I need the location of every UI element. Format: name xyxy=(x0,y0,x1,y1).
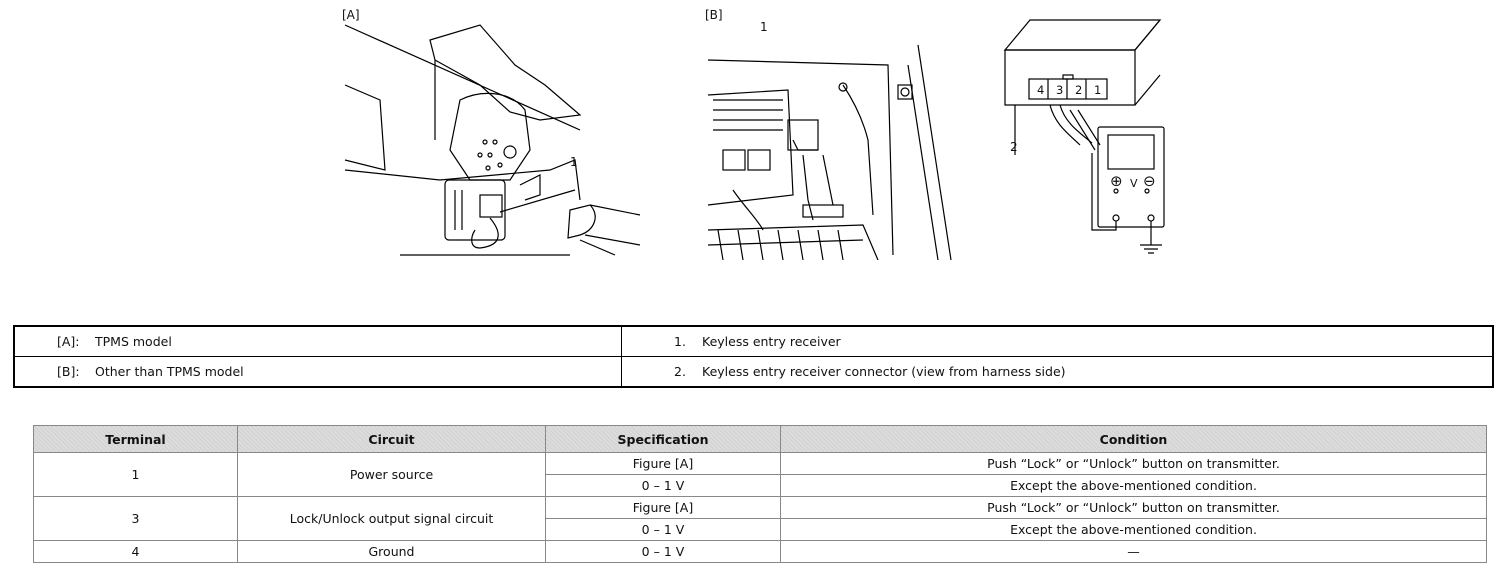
pin-3: 3 xyxy=(1056,83,1064,97)
figure-b-illustration xyxy=(703,30,953,260)
spec-cell: 0 – 1 V xyxy=(545,474,781,497)
terminal-cell: 1 xyxy=(33,452,238,497)
legend-key: [B]: xyxy=(57,364,80,379)
legend-desc: Keyless entry receiver xyxy=(702,334,841,349)
meter-minus-terminal: ⊖ xyxy=(1143,172,1156,190)
header-terminal: Terminal xyxy=(33,425,238,453)
figure-a-callout-1: 1 xyxy=(570,155,578,169)
legend-row: [B]: Other than TPMS model 2. Keyless en… xyxy=(13,356,1494,388)
meter-plus-terminal: ⊕ xyxy=(1110,172,1123,190)
spec-cell: Figure [A] xyxy=(545,496,781,519)
legend-desc: Keyless entry receiver connector (view f… xyxy=(702,364,1066,379)
header-specification: Specification xyxy=(545,425,781,453)
figure-a-illustration xyxy=(340,20,660,265)
connector-voltmeter-illustration xyxy=(1000,15,1175,255)
circuit-cell: Ground xyxy=(237,540,546,563)
terminal-spec-table: Terminal Circuit Specification Condition… xyxy=(33,425,1487,563)
figure-b-label: [B] xyxy=(705,8,723,22)
table-header-row: Terminal Circuit Specification Condition xyxy=(33,425,1487,453)
meter-unit-label: V xyxy=(1130,177,1138,190)
legend-text: Other than TPMS model xyxy=(95,364,244,379)
legend-num: 2. xyxy=(674,364,686,379)
connector-callout-2: 2 xyxy=(1010,140,1018,154)
legend-key: [A]: xyxy=(57,334,80,349)
spec-cell: Figure [A] xyxy=(545,452,781,475)
condition-cell: Push “Lock” or “Unlock” button on transm… xyxy=(780,496,1487,519)
legend-num: 1. xyxy=(674,334,686,349)
legend-text: TPMS model xyxy=(95,334,172,349)
figure-b-callout-1: 1 xyxy=(760,20,768,34)
spec-cell: 0 – 1 V xyxy=(545,540,781,563)
pin-1: 1 xyxy=(1094,83,1102,97)
circuit-cell: Power source xyxy=(237,452,546,497)
condition-cell: Push “Lock” or “Unlock” button on transm… xyxy=(780,452,1487,475)
table-row: 1 Power source Figure [A] Push “Lock” or… xyxy=(33,452,1487,497)
pin-4: 4 xyxy=(1037,83,1045,97)
header-condition: Condition xyxy=(780,425,1487,453)
condition-cell: — xyxy=(780,540,1487,563)
figure-legend-table: [A]: TPMS model 1. Keyless entry receive… xyxy=(13,325,1494,388)
pin-2: 2 xyxy=(1075,83,1083,97)
table-row: 4 Ground 0 – 1 V — xyxy=(33,540,1487,563)
circuit-cell: Lock/Unlock output signal circuit xyxy=(237,496,546,541)
terminal-cell: 3 xyxy=(33,496,238,541)
condition-cell: Except the above-mentioned condition. xyxy=(780,518,1487,541)
table-row: 3 Lock/Unlock output signal circuit Figu… xyxy=(33,496,1487,541)
header-circuit: Circuit xyxy=(237,425,546,453)
legend-row: [A]: TPMS model 1. Keyless entry receive… xyxy=(13,325,1494,357)
terminal-cell: 4 xyxy=(33,540,238,563)
condition-cell: Except the above-mentioned condition. xyxy=(780,474,1487,497)
figure-a-label: [A] xyxy=(342,8,360,22)
spec-cell: 0 – 1 V xyxy=(545,518,781,541)
